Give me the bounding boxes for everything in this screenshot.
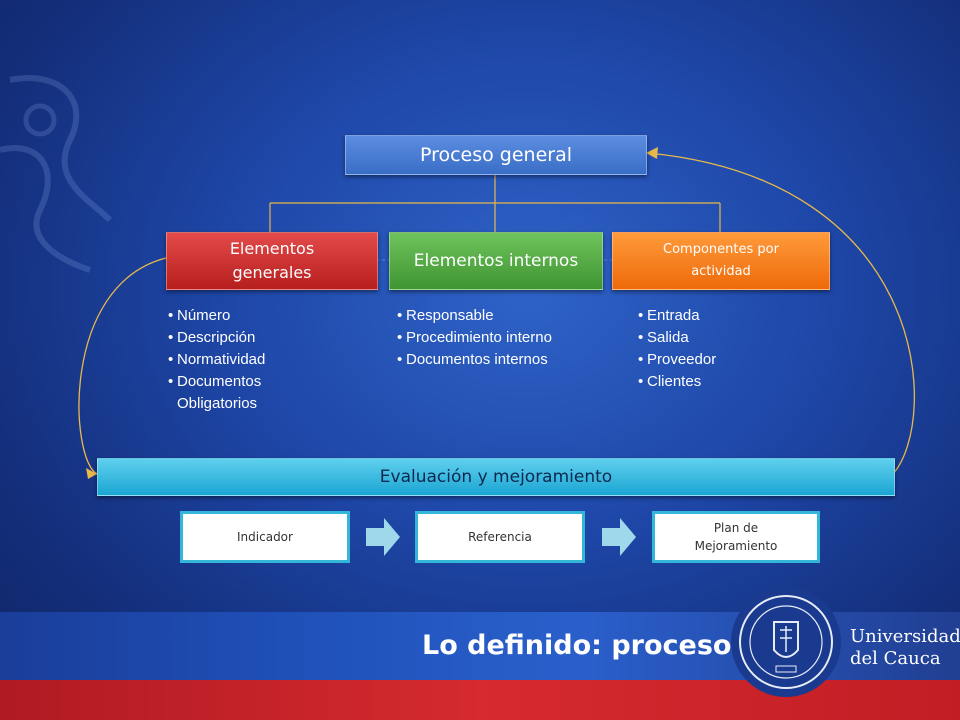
step-plan-label-line1: Plan de <box>713 521 759 535</box>
list-item: Clientes <box>638 371 798 393</box>
step-indicator-label: Indicador <box>237 530 293 544</box>
loop-left-arrowhead <box>86 468 97 479</box>
activity-components-label-line2: actividad <box>691 264 751 279</box>
activity-components-list: Entrada Salida Proveedor Clientes <box>638 305 798 393</box>
decorative-ornament <box>0 75 113 273</box>
loop-right-arrowhead <box>646 147 658 159</box>
general-elements-list: Número Descripción Normatividad Document… <box>168 305 368 415</box>
list-item: Descripción <box>168 327 368 349</box>
list-item: Procedimiento interno <box>397 327 607 349</box>
list-item: Entrada <box>638 305 798 327</box>
list-item: Documentos Obligatorios <box>168 371 307 415</box>
list-item: Normatividad <box>168 349 368 371</box>
step-improvement-plan-box: Plan de Mejoramiento <box>652 511 820 563</box>
internal-elements-label: Elementos internos <box>413 251 579 271</box>
internal-elements-list: Responsable Procedimiento interno Docume… <box>397 305 607 371</box>
university-name-line1: Universidad <box>850 626 960 647</box>
general-elements-label-line1: Elementos <box>229 239 315 258</box>
university-seal-icon <box>731 587 841 697</box>
step-reference-box: Referencia <box>415 511 585 563</box>
loop-right-curve <box>647 152 916 475</box>
evaluation-bar: Evaluación y mejoramiento <box>97 458 895 496</box>
list-item: Número <box>168 305 368 327</box>
arrow-right-icon <box>366 518 400 556</box>
step-reference-label: Referencia <box>468 530 532 544</box>
list-item: Salida <box>638 327 798 349</box>
list-item: Responsable <box>397 305 607 327</box>
evaluation-label: Evaluación y mejoramiento <box>379 467 613 487</box>
step-indicator-box: Indicador <box>180 511 350 563</box>
university-name-line2: del Cauca <box>850 648 941 669</box>
activity-components-box: Componentes por actividad <box>612 232 830 290</box>
process-general-box: Proceso general <box>345 135 647 175</box>
arrow-right-icon <box>602 518 636 556</box>
loop-left-curve <box>78 257 167 475</box>
list-item: Proveedor <box>638 349 798 371</box>
university-name: Universidad del Cauca <box>850 626 960 670</box>
general-elements-box: Elementos generales <box>166 232 378 290</box>
slide-title: Lo definido: procesos <box>422 630 748 661</box>
process-general-label: Proceso general <box>419 144 573 166</box>
internal-elements-box: Elementos internos <box>389 232 603 290</box>
list-item: Documentos internos <box>397 349 607 371</box>
step-plan-label-line2: Mejoramiento <box>694 539 778 553</box>
general-elements-label-line2: generales <box>232 263 312 282</box>
activity-components-label-line1: Componentes por <box>663 242 779 257</box>
